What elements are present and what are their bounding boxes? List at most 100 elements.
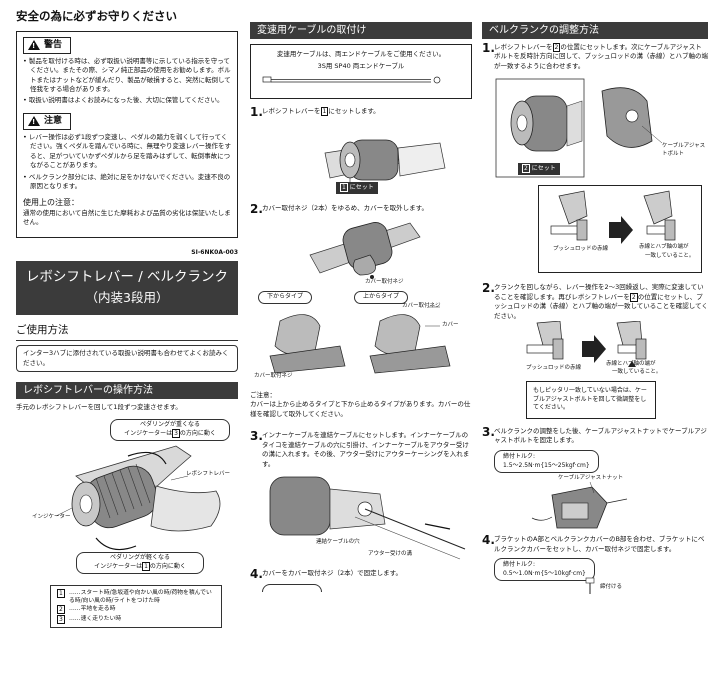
cover-screw-label: カバー取付ネジ — [365, 279, 404, 285]
bellcrank-step-1: 1 レボシフトレバーを2の位置にセットします。次にケーブルアジャストボルトを反時… — [482, 42, 708, 71]
note-title: ご注意： — [250, 391, 276, 399]
outer-groove-label: アウター受けの溝 — [368, 550, 413, 557]
usage-note-text: 通常の使用において自然に生じた摩耗および品質の劣化は保証いたしません。 — [23, 209, 231, 227]
cable-step-4: 4 カバーをカバー取付ネジ（2本）で固定します。 — [250, 568, 472, 580]
warning-item: • 取扱い説明書はよくお読みになった後、大切に保管してください。 — [23, 96, 224, 105]
cable-step-3: 3 インナーケーブルを連結ケーブルにセットします。インナーケーブルのタイコを連結… — [250, 430, 472, 469]
caution-heading: 注意 — [23, 112, 72, 130]
adjust-nut-drawing — [531, 482, 628, 529]
torque1-value: 1.5～2.5N·m{15～25kgf·cm} — [503, 461, 590, 469]
safety-box: 警告 • 製品を取付ける時は、必ず取扱い説明書等に示している指示を守ってください… — [16, 30, 238, 238]
bellcrank-step-2: 2 クランクを回しながら、レバー操作を2～3回繰返し、実際に変速していることを確… — [482, 282, 708, 321]
cable-link-drawing — [269, 476, 466, 560]
product-subtitle: （内装3段用） — [85, 290, 169, 306]
cover-screw-label-3: カバー取付ネジ — [254, 373, 293, 379]
warning-heading: 警告 — [23, 36, 72, 54]
caution-item: • ベルクランク部分には、絶対に足をかけないでください。変速不良の原因となります… — [23, 172, 231, 190]
link-hole-label: 連結ケーブルの穴 — [316, 538, 360, 545]
column-bellcrank-adjustment: ベルクランクの調整方法 1 レボシフトレバーを2の位置にセットします。次にケーブ… — [482, 0, 708, 595]
torque-box-1: 締付トルク: 1.5～2.5N·m{15～25kgf·cm} — [494, 449, 599, 474]
bellcrank-step1-illustration: 2 にセット ケーブルアジャストボルト — [482, 71, 708, 181]
bellcrank-step-4: 4 ブラケットのA部とベルクランクカバーのB部を合わせ、ブラケットにベルクランク… — [482, 534, 708, 554]
match2-label-2: 一致していること。 — [612, 368, 662, 375]
gear-number-box: 2 — [629, 292, 638, 302]
gear-number-box: 3 — [172, 429, 180, 439]
torque1-title: 締付トルク: — [503, 452, 536, 460]
cable-name: 3S用 SP40 両エンドケーブル — [317, 62, 405, 71]
cover-removal-drawing — [309, 222, 421, 279]
bellcrank-step2-illustration: プッシュロッドの赤線 赤線とハブ軸の端が 一致していること。 — [482, 320, 708, 377]
warning-item: • 製品を取付ける時は、必ず取扱い説明書等に示している指示を守ってください。また… — [23, 56, 231, 93]
gear-number-box: 1 — [142, 562, 150, 572]
bellcrank-section-bar: ベルクランクの調整方法 — [482, 22, 708, 39]
torque-box-2: 締付トルク: 0.5～1.0N·m{5～10kgf·cm} — [494, 558, 595, 582]
gear-number-box: 1 — [320, 107, 329, 116]
note-text: カバーは上から止めるタイプと下から止めるタイプがあります。カバーの仕様を確認して… — [250, 400, 471, 418]
caution-item: • レバー操作は必ず1段ずつ変速し、ペダルの踏力を弱くして行ってください。強くペ… — [23, 132, 231, 170]
bellcrank-step4-illustration: 締付トルク: 0.5～1.0N·m{5～10kgf·cm} 締付ける — [482, 554, 708, 595]
cover-label: カバー — [442, 322, 459, 328]
product-title: レボシフトレバー / ベルクランク — [25, 268, 229, 285]
document-code: SI-6NK0A-003 — [191, 248, 238, 256]
divider — [16, 340, 238, 342]
torque-box-partial — [262, 583, 322, 592]
adjust-nut-label: ケーブルアジャストナット — [558, 475, 624, 482]
adjust-bolt-label: ケーブルアジャストボルト — [662, 143, 706, 158]
pushrod-label: プッシュロッドの赤線 — [553, 246, 609, 253]
operation-text: 手元のレボシフトレバーを回して1段ずつ変速させます。 — [16, 403, 182, 412]
lever-label: レボシフトレバー — [186, 470, 231, 477]
warning-triangle-icon — [28, 40, 40, 51]
legend-row: 2……平地を走る時 — [57, 605, 116, 615]
indicator-label: インジケーター — [32, 513, 71, 520]
usage-note-title: 使用上の注意： — [23, 198, 79, 208]
bellcrank-step-3: 3 ベルクランクの調整をした後、ケーブルアジャストナットでケーブルアジャストボル… — [482, 426, 708, 446]
heavy-label: ペダリングが重くなる — [139, 420, 200, 428]
cover-type-illustration: 下からタイプ 上からタイプ カバー取付ネジ カバー カバー取付ネジ — [250, 291, 472, 381]
torque2-title: 締付トルク: — [503, 561, 536, 569]
pushrod-label-2: プッシュロッドの赤線 — [526, 364, 582, 371]
pushrod-align-drawing — [550, 190, 676, 245]
match-label-2: 一致していること。 — [645, 253, 695, 260]
match-label-1: 赤線とハブ軸の端が — [639, 244, 689, 251]
cover-screw-label-2: カバー取付ネジ — [402, 303, 441, 309]
caution-label: 注意 — [44, 115, 63, 126]
caution-triangle-icon — [28, 116, 40, 127]
type-top-pill: 上からタイプ — [354, 291, 409, 304]
operation-section-bar: レボシフトレバーの操作方法 — [16, 382, 238, 400]
torque2-value: 0.5～1.0N·m{5～10kgf·cm} — [503, 569, 586, 577]
pushrod-align-box: プッシュロッドの赤線 赤線とハブ軸の端が 一致していること。 — [538, 185, 702, 274]
screw-tighten-drawing — [585, 577, 595, 595]
step3-illustration: 連結ケーブルの穴 アウター受けの溝 — [250, 469, 472, 567]
legend-row: 1……スタート時/急坂道や向かい風の時/荷物を積んでいる時/向い風の時/ライトを… — [57, 588, 212, 605]
warning-label: 警告 — [44, 39, 63, 50]
cable-box-text: 変速用ケーブルは、両エンドケーブルをご使用ください。 — [276, 50, 446, 58]
set-1-tag: 1 にセット — [336, 182, 378, 194]
light-label: ペダリングが軽くなる — [109, 553, 170, 561]
mismatch-note: もしピッタリ一致していない場合は、ケーブルアジャストボルトを回して微調整をしてく… — [526, 380, 656, 420]
cable-step-2: 2 カバー取付ネジ（2本）をゆるめ、カバーを取外します。 — [250, 203, 472, 215]
cable-drawing — [262, 76, 441, 84]
bellcrank-step3-illustration: ケーブルアジャストナット — [482, 473, 708, 535]
set-2-tag: 2 にセット — [518, 163, 560, 175]
how-to-use-heading: ご使用方法 — [16, 324, 69, 337]
pushrod-recheck-drawing — [526, 320, 647, 367]
revoshift-grip-drawing — [55, 445, 221, 550]
cable-box: 変速用ケーブルは、両エンドケーブルをご使用ください。 3S用 SP40 両エンド… — [250, 44, 472, 99]
type-bottom-pill: 下からタイプ — [258, 291, 313, 304]
match2-label-1: 赤線とハブ軸の端が — [606, 360, 656, 367]
column-safety-and-operation: 安全の為に必ずお守りください 警告 • 製品を取付ける時は、必ず取扱い説明書等に… — [16, 0, 238, 629]
lever-set-2-drawing — [495, 78, 663, 178]
lever-set-1-drawing — [324, 139, 446, 184]
how-to-use-note: インター3ハブに添付されている取扱い説明書も合わせてよくお読みください。 — [16, 345, 238, 373]
cover-types-drawing — [269, 306, 451, 374]
step1-illustration: 1 にセット — [250, 118, 472, 198]
tighten-label: 締付ける — [600, 584, 623, 591]
column-cable-installation: 変速用ケーブルの取付け 変速用ケーブルは、両エンドケーブルをご使用ください。 3… — [250, 0, 472, 595]
